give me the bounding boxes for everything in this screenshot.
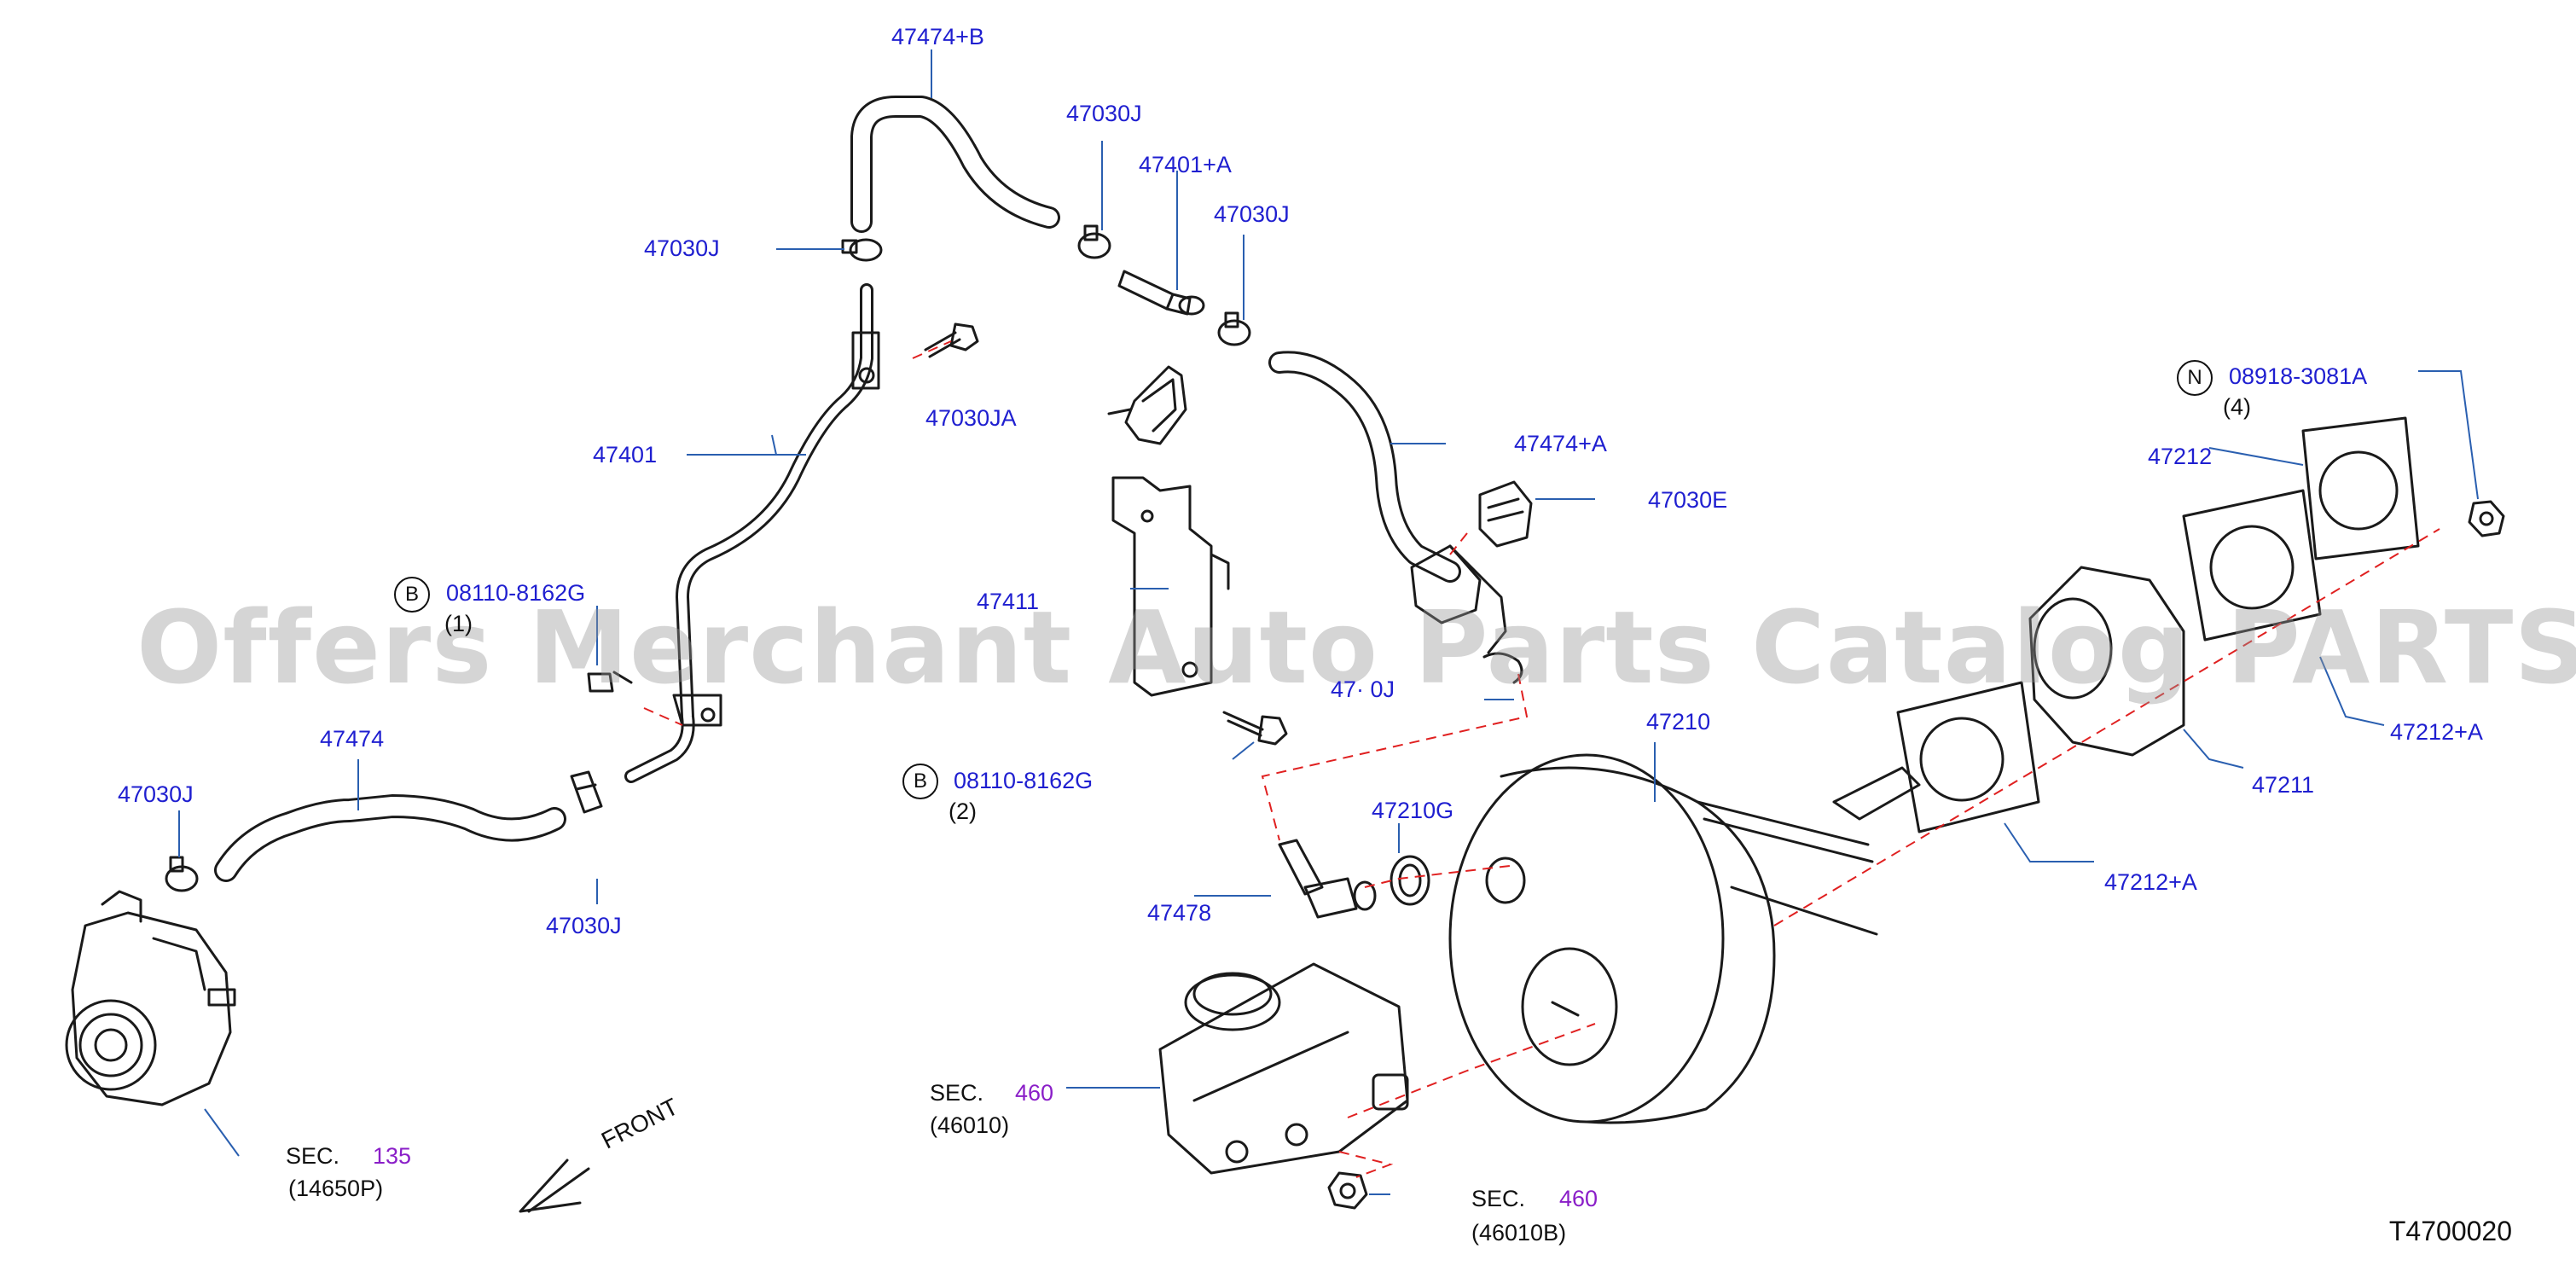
vacuum-pump xyxy=(65,890,236,1106)
callout-47401a[interactable]: 47401+A xyxy=(1139,152,1232,177)
section-nut-label: SEC. xyxy=(1471,1186,1526,1211)
hose-clip-lower xyxy=(570,770,603,814)
callout-47474[interactable]: 47474 xyxy=(320,726,385,752)
callout-47212a-right[interactable]: 47212+A xyxy=(2390,719,2483,745)
pipe-connector-47401a xyxy=(1117,270,1205,316)
bolt-08110-2 xyxy=(1222,711,1288,746)
callout-47030j-pump[interactable]: 47030J xyxy=(118,781,194,807)
callout-47030j-a[interactable]: 47030J xyxy=(1214,201,1290,227)
callout-08110-2[interactable]: 08110-8162G xyxy=(954,768,1094,793)
nut-08918 xyxy=(2468,500,2505,537)
callout-47210g[interactable]: 47210G xyxy=(1372,798,1454,823)
callout-47030j-lower[interactable]: 47030J xyxy=(546,913,622,938)
callout-08110-1[interactable]: 08110-8162G xyxy=(446,580,586,606)
nut-prefix-n: N xyxy=(2177,360,2213,396)
hose-47474b xyxy=(850,96,1060,233)
diagram-code: T4700020 xyxy=(2388,1216,2512,1246)
callout-47030j-left[interactable]: 47030J xyxy=(644,235,720,261)
spacer-47211 xyxy=(2028,566,2185,757)
callout-47030ja[interactable]: 47030JA xyxy=(925,405,1017,431)
section-nut-code: (46010B) xyxy=(1471,1220,1567,1246)
callout-47030e[interactable]: 47030E xyxy=(1648,487,1728,513)
callout-47212[interactable]: 47212 xyxy=(2148,444,2213,469)
callout-47211[interactable]: 47211 xyxy=(2252,772,2315,798)
section-pump-label: SEC. xyxy=(286,1143,340,1169)
gasket-47212a-low xyxy=(1896,681,2040,833)
section-mc-number[interactable]: 460 xyxy=(1015,1080,1054,1106)
vacuum-connector-47478 xyxy=(1278,839,1377,919)
nut-46010b xyxy=(1327,1171,1368,1210)
brake-booster-47210 xyxy=(1448,753,1921,1124)
callout-47030j-mid[interactable]: 47· 0J xyxy=(1331,677,1395,702)
callout-47030j-top[interactable]: 47030J xyxy=(1066,101,1142,126)
section-pump-number[interactable]: 135 xyxy=(373,1143,412,1169)
callout-08918-qty: (4) xyxy=(2223,394,2251,420)
gasket-47212a-right xyxy=(2182,489,2322,642)
pipe-47401 xyxy=(624,283,880,783)
hose-clip-top xyxy=(1077,224,1111,259)
callout-08918[interactable]: 08918-3081A xyxy=(2229,363,2368,389)
clip-47030ja xyxy=(1107,365,1187,445)
callout-47478[interactable]: 47478 xyxy=(1147,900,1212,926)
dashed-guides xyxy=(643,340,2440,1178)
callout-08110-1-qty: (1) xyxy=(444,611,473,636)
hose-47474a xyxy=(1268,351,1461,583)
check-valve-47030e xyxy=(1478,480,1533,548)
callout-47474b[interactable]: 47474+B xyxy=(891,24,984,49)
bolt-prefix-b-2: B xyxy=(902,764,938,799)
section-nut-number[interactable]: 460 xyxy=(1559,1186,1598,1211)
hose-clip-left xyxy=(841,238,883,262)
callout-47212a-low[interactable]: 47212+A xyxy=(2104,869,2197,895)
master-cylinder xyxy=(1158,962,1409,1175)
hose-clip-a xyxy=(1217,311,1251,346)
section-mc-code: (46010) xyxy=(930,1112,1010,1138)
bolt-prefix-b-1: B xyxy=(394,577,430,613)
callout-47210[interactable]: 47210 xyxy=(1646,709,1711,735)
callout-08110-2-qty: (2) xyxy=(949,799,977,824)
hose-47474 xyxy=(214,794,566,882)
bolt-08110-1 xyxy=(587,671,633,693)
section-pump-code: (14650P) xyxy=(288,1176,384,1201)
gasket-47212 xyxy=(2301,416,2420,560)
bolt-upper xyxy=(924,322,979,358)
front-arrow xyxy=(519,1159,590,1213)
callout-47401[interactable]: 47401 xyxy=(593,442,658,467)
watermark: Offers Merchant Auto Parts Catalog PARTS… xyxy=(136,589,2576,706)
bracket-47411 xyxy=(1111,476,1230,697)
grommet-47210g xyxy=(1390,855,1430,906)
callout-47411[interactable]: 47411 xyxy=(977,589,1040,614)
section-mc-label: SEC. xyxy=(930,1080,984,1106)
hose-clip-pump xyxy=(165,856,199,892)
leader-lines xyxy=(178,49,2479,1195)
callout-47474a[interactable]: 47474+A xyxy=(1514,431,1607,456)
